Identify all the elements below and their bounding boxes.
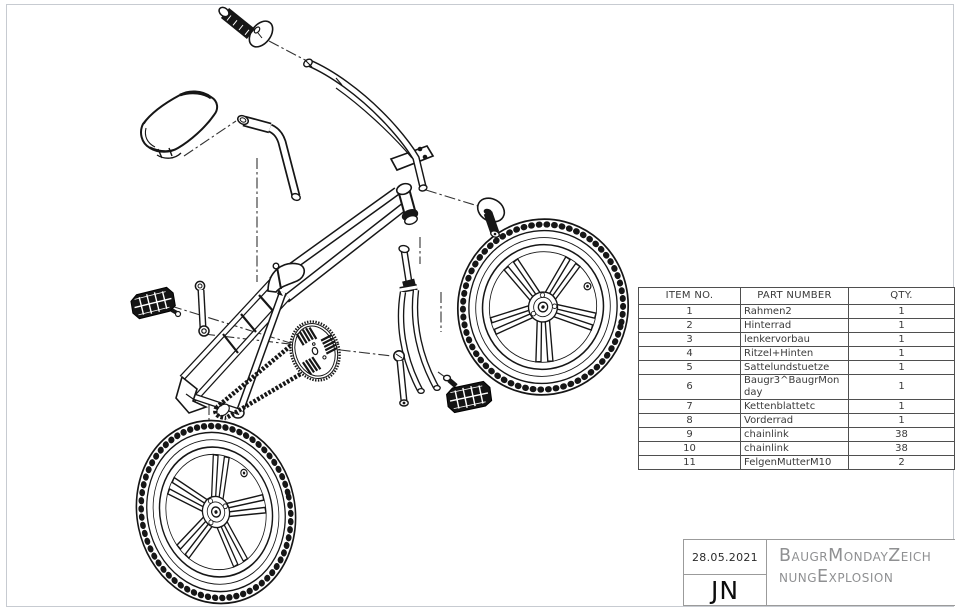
bom-cell-qty: 1 xyxy=(848,346,955,361)
bom-cell-part: Ritzel+Hinten xyxy=(740,346,849,361)
bom-cell-part: FelgenMutterM10 xyxy=(740,455,849,470)
bom-cell-item: 10 xyxy=(638,441,741,456)
bom-cell-qty: 1 xyxy=(848,360,955,375)
handlebar xyxy=(303,58,428,192)
bom-header-part: PART NUMBER xyxy=(740,287,849,305)
bom-cell-item: 9 xyxy=(638,427,741,442)
bom-cell-part: Hinterrad xyxy=(740,318,849,333)
handlebar-grip xyxy=(218,6,274,48)
drawing-title: BaugrMondayZeich nungExplosion xyxy=(767,540,955,605)
bom-cell-part: Sattelundstuetze xyxy=(740,360,849,375)
bom-cell-qty: 1 xyxy=(848,399,955,414)
bom-header-row: ITEM NO. PART NUMBER QTY. xyxy=(638,287,955,305)
drawing-title-line2: nungExplosion xyxy=(779,567,894,587)
bom-cell-qty: 1 xyxy=(848,332,955,347)
saddle xyxy=(140,90,219,159)
bom-cell-item: 11 xyxy=(638,455,741,470)
bom-cell-qty: 38 xyxy=(848,427,955,442)
bom-cell-qty: 1 xyxy=(848,413,955,428)
left-pedal xyxy=(128,285,182,321)
bom-cell-part: Rahmen2 xyxy=(740,304,849,319)
frame xyxy=(175,187,408,419)
bom-cell-part: lenkervorbau xyxy=(740,332,849,347)
bom-cell-item: 5 xyxy=(638,360,741,375)
bom-header-item: ITEM NO. xyxy=(638,287,741,305)
bom-cell-item: 6 xyxy=(638,374,741,400)
bom-cell-qty: 2 xyxy=(848,455,955,470)
right-pedal xyxy=(442,374,495,415)
head-tube xyxy=(395,182,419,226)
bom-cell-item: 2 xyxy=(638,318,741,333)
drawing-date: 28.05.2021 xyxy=(684,540,766,575)
bom-cell-qty: 1 xyxy=(848,318,955,333)
front-axle-pin xyxy=(476,197,506,238)
bom-header-qty: QTY. xyxy=(848,287,955,305)
bom-cell-qty: 1 xyxy=(848,374,955,400)
rear-wheel xyxy=(120,406,313,614)
bom-cell-item: 8 xyxy=(638,413,741,428)
chainring xyxy=(289,320,341,382)
bom-cell-part: chainlink xyxy=(740,427,849,442)
bom-cell-item: 4 xyxy=(638,346,741,361)
bom-cell-part: chainlink xyxy=(740,441,849,456)
front-fork xyxy=(397,244,441,395)
bom-cell-item: 7 xyxy=(638,399,741,414)
axle-rod xyxy=(392,349,409,407)
front-wheel xyxy=(439,201,647,413)
drawing-title-line1: BaugrMondayZeich xyxy=(779,546,932,566)
chain xyxy=(213,341,306,421)
bom-cell-item: 1 xyxy=(638,304,741,319)
title-block-left: 28.05.2021 JN xyxy=(684,540,767,605)
bom-cell-part: Baugr3^BaugrMonday xyxy=(740,374,849,400)
crank-arm xyxy=(194,280,210,337)
bom-cell-qty: 1 xyxy=(848,304,955,319)
author-initials: JN xyxy=(710,575,740,605)
explosion-axis-lines xyxy=(170,40,479,427)
seat-post xyxy=(236,114,301,202)
title-block: 28.05.2021 JN BaugrMondayZeich nungExplo… xyxy=(683,539,955,606)
bom-cell-qty: 38 xyxy=(848,441,955,456)
bom-cell-item: 3 xyxy=(638,332,741,347)
bom-cell-part: Kettenblattetc xyxy=(740,399,849,414)
bom-cell-part: Vorderrad xyxy=(740,413,849,428)
